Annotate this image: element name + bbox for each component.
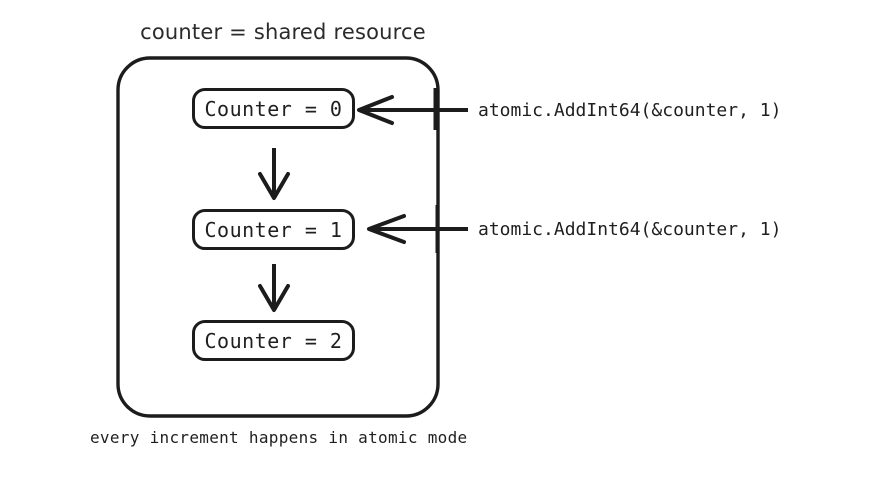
counter-node-2[interactable]: Counter = 2 bbox=[192, 320, 355, 361]
flow-arrow-0-to-1 bbox=[258, 148, 290, 200]
diagram-title: counter = shared resource bbox=[140, 20, 426, 44]
annotation-arrow-0 bbox=[357, 88, 468, 130]
counter-node-0[interactable]: Counter = 0 bbox=[192, 88, 355, 129]
annotation-label-atomic-add-1: atomic.AddInt64(&counter, 1) bbox=[478, 219, 782, 240]
annotation-label-atomic-add-0: atomic.AddInt64(&counter, 1) bbox=[478, 100, 782, 121]
annotation-arrow-1 bbox=[367, 205, 468, 253]
counter-node-2-label: Counter = 2 bbox=[204, 328, 343, 353]
flow-arrow-1-to-2 bbox=[258, 264, 290, 312]
counter-node-1[interactable]: Counter = 1 bbox=[192, 209, 355, 250]
counter-node-1-label: Counter = 1 bbox=[204, 217, 343, 242]
counter-node-0-label: Counter = 0 bbox=[204, 96, 343, 121]
diagram-caption: every increment happens in atomic mode bbox=[90, 428, 468, 447]
